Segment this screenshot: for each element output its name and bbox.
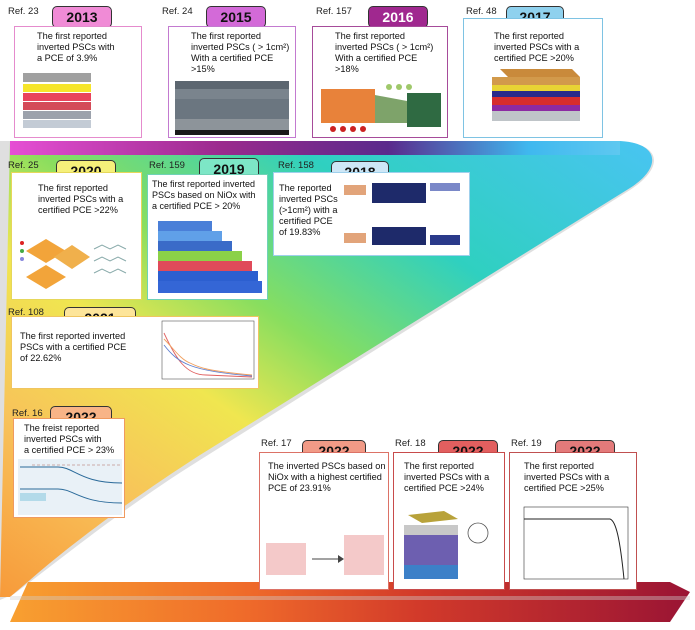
crystal-structure-figure-2020 xyxy=(20,239,127,289)
ref-label-2013: Ref. 23 xyxy=(8,6,39,17)
ref-label-2021: Ref. 108 xyxy=(8,307,44,318)
ref-label-2022b: Ref. 17 xyxy=(261,438,292,449)
ref-label-2019: Ref. 159 xyxy=(149,160,185,171)
year-badge-2013: 2013 xyxy=(52,6,112,28)
ref-label-2018: Ref. 158 xyxy=(278,160,314,171)
ref-label-2022c: Ref. 18 xyxy=(395,438,426,449)
band-bending-figure-2022a xyxy=(18,459,122,515)
ref-label-2015: Ref. 24 xyxy=(162,6,193,17)
band-diagram-2016 xyxy=(321,84,441,132)
ref-label-2016: Ref. 157 xyxy=(316,6,352,17)
ref-label-2022d: Ref. 19 xyxy=(511,438,542,449)
device-stack-figure-2019 xyxy=(158,221,262,293)
device-stack-figure-2022c xyxy=(404,511,489,579)
absorbance-plot-2021 xyxy=(161,320,255,380)
energy-level-figure-2018 xyxy=(344,183,460,245)
quasi-2d-treatment-figure-2022b xyxy=(266,535,384,575)
year-badge-2016: 2016 xyxy=(368,6,428,28)
ref-label-2022a: Ref. 16 xyxy=(12,408,43,419)
device-stack-figure-2013 xyxy=(23,73,91,128)
ref-label-2017: Ref. 48 xyxy=(466,6,497,17)
ref-label-2020: Ref. 25 xyxy=(8,160,39,171)
jv-curve-figure-2022d xyxy=(523,506,629,580)
year-badge-2015: 2015 xyxy=(206,6,266,28)
sem-image-2015 xyxy=(175,81,289,135)
device-stack-figure-2017 xyxy=(492,69,580,121)
